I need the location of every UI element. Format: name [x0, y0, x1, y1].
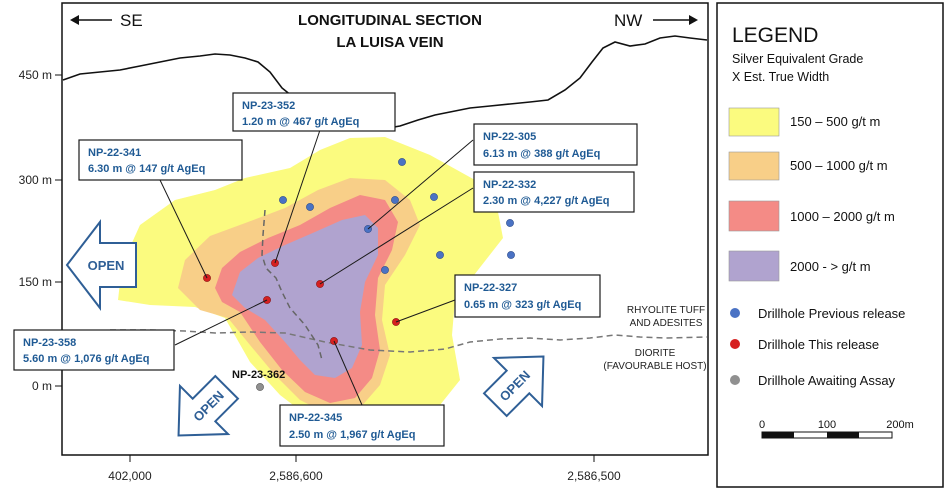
- legend-drillhole-label: Drillhole Previous release: [758, 306, 905, 321]
- legend-subtitle-2: X Est. True Width: [732, 70, 829, 84]
- legend-swatch: [728, 151, 780, 181]
- geology-lower-line2: (FAVOURABLE HOST): [603, 361, 706, 372]
- leader-np-22-332: [319, 187, 474, 285]
- callout-id: NP-23-352: [242, 100, 295, 112]
- elevation-label: 0 m: [32, 379, 52, 393]
- legend-grade-item: 2000 - > g/t m: [728, 250, 871, 282]
- callout-value: 6.13 m @ 388 g/t AgEq: [483, 148, 600, 160]
- drillhole-np-23-362: [256, 383, 264, 391]
- legend-grade-label: 2000 - > g/t m: [790, 259, 871, 274]
- callout-np-22-341: NP-22-341 6.30 m @ 147 g/t AgEq: [78, 139, 243, 181]
- callout-np-22-332: NP-22-332 2.30 m @ 4,227 g/t AgEq: [473, 171, 635, 213]
- leader-np-23-352: [274, 129, 321, 264]
- callout-id: NP-23-358: [23, 337, 76, 349]
- callout-value: 2.30 m @ 4,227 g/t AgEq: [483, 195, 609, 207]
- awaiting-drillhole-label: NP-23-362: [232, 369, 285, 381]
- drillhole-previous: [436, 251, 444, 259]
- open-label-left: OPEN: [88, 258, 125, 273]
- elevation-label: 300 m: [19, 173, 52, 187]
- direction-se-label: SE: [120, 11, 143, 30]
- easting-label: 2,586,600: [269, 469, 323, 483]
- drillhole-previous: [391, 196, 399, 204]
- callout-id: NP-22-305: [483, 131, 536, 143]
- scale-bar: 0 100 200m: [759, 419, 914, 439]
- legend-grade-label: 1000 – 2000 g/t m: [790, 209, 895, 224]
- legend-swatch: [728, 107, 780, 137]
- elevation-label: 150 m: [19, 275, 52, 289]
- callout-id: NP-22-327: [464, 282, 517, 294]
- scale-label: 100: [818, 419, 836, 431]
- easting-label: 402,000: [108, 469, 152, 483]
- callout-id: NP-22-332: [483, 179, 536, 191]
- arrow-right-icon: [689, 15, 698, 25]
- scale-label: 0: [759, 419, 765, 431]
- drillhole-previous: [507, 251, 515, 259]
- legend-grade-item: 500 – 1000 g/t m: [728, 151, 888, 181]
- legend-grade-item: 1000 – 2000 g/t m: [728, 200, 895, 232]
- leader-np-23-358: [174, 299, 268, 346]
- leader-np-22-341: [159, 179, 208, 279]
- legend-grade-label: 150 – 500 g/t m: [790, 114, 880, 129]
- legend-grade-item: 150 – 500 g/t m: [728, 107, 880, 137]
- legend-drillhole-label: Drillhole Awaiting Assay: [758, 373, 896, 388]
- legend-swatch: [728, 200, 780, 232]
- callout-value: 1.20 m @ 467 g/t AgEq: [242, 116, 359, 128]
- grade-zone-2000-plus: [232, 215, 378, 378]
- callout-value: 2.50 m @ 1,967 g/t AgEq: [289, 429, 415, 441]
- legend-subtitle-1: Silver Equivalent Grade: [732, 52, 863, 66]
- legend-swatch: [728, 250, 780, 282]
- structure-dashed-line: [261, 209, 323, 361]
- elevation-axis: 450 m 300 m 150 m 0 m: [19, 68, 62, 393]
- callout-id: NP-22-341: [88, 147, 141, 159]
- section-title-line1: LONGITUDINAL SECTION: [298, 12, 482, 29]
- easting-label: 2,586,500: [567, 469, 621, 483]
- drillhole-previous: [306, 203, 314, 211]
- callout-value: 5.60 m @ 1,076 g/t AgEq: [23, 353, 149, 365]
- legend-drillhole-label: Drillhole This release: [758, 337, 879, 352]
- callout-value: 6.30 m @ 147 g/t AgEq: [88, 163, 205, 175]
- drillhole-previous: [430, 193, 438, 201]
- section-map: LONGITUDINAL SECTION LA LUISA VEIN SE NW…: [13, 2, 709, 456]
- leader-np-22-345: [333, 340, 363, 406]
- drillhole-previous: [381, 266, 389, 274]
- legend-drillhole-item: Drillhole Awaiting Assay: [730, 373, 896, 388]
- callout-value: 0.65 m @ 323 g/t AgEq: [464, 299, 581, 311]
- geology-upper-line2: AND ADESITES: [630, 318, 703, 329]
- legend-frame: [716, 2, 944, 488]
- geology-lower-line1: DIORITE: [635, 348, 676, 359]
- callout-id: NP-22-345: [289, 412, 342, 424]
- scale-label: 200m: [886, 419, 914, 431]
- legend-dot-icon: [730, 339, 740, 349]
- direction-nw: NW: [614, 11, 698, 30]
- legend-dot-icon: [730, 375, 740, 385]
- drillholes-this-release: [203, 259, 400, 345]
- open-arrow-left: OPEN: [65, 219, 137, 311]
- callout-np-22-327: NP-22-327 0.65 m @ 323 g/t AgEq: [454, 274, 601, 318]
- drillhole-previous: [506, 219, 514, 227]
- callout-np-22-305: NP-22-305 6.13 m @ 388 g/t AgEq: [473, 123, 638, 166]
- easting-axis: 402,000 2,586,600 2,586,500: [108, 455, 621, 483]
- geology-contact-line: [110, 329, 708, 353]
- section-title-line2: LA LUISA VEIN: [336, 34, 443, 51]
- callout-np-23-358: NP-23-358 5.60 m @ 1,076 g/t AgEq: [13, 329, 175, 371]
- legend-drillhole-item: Drillhole Previous release: [730, 306, 905, 321]
- leader-np-22-305: [367, 139, 474, 230]
- legend-dot-icon: [730, 308, 740, 318]
- callout-np-23-352: NP-23-352 1.20 m @ 467 g/t AgEq: [232, 92, 396, 132]
- callout-np-22-345: NP-22-345 2.50 m @ 1,967 g/t AgEq: [279, 404, 445, 447]
- geology-upper-line1: RHYOLITE TUFF: [627, 305, 705, 316]
- leader-np-22-327: [395, 299, 456, 323]
- elevation-label: 450 m: [19, 68, 52, 82]
- direction-se: SE: [70, 11, 143, 30]
- arrow-left-icon: [70, 15, 79, 25]
- legend-panel: LEGEND Silver Equivalent Grade X Est. Tr…: [716, 2, 944, 488]
- legend-grade-label: 500 – 1000 g/t m: [790, 158, 888, 173]
- legend-title: LEGEND: [732, 24, 818, 47]
- legend-drillhole-item: Drillhole This release: [730, 337, 879, 352]
- direction-nw-label: NW: [614, 11, 642, 30]
- drillhole-previous: [279, 196, 287, 204]
- drillhole-previous: [398, 158, 406, 166]
